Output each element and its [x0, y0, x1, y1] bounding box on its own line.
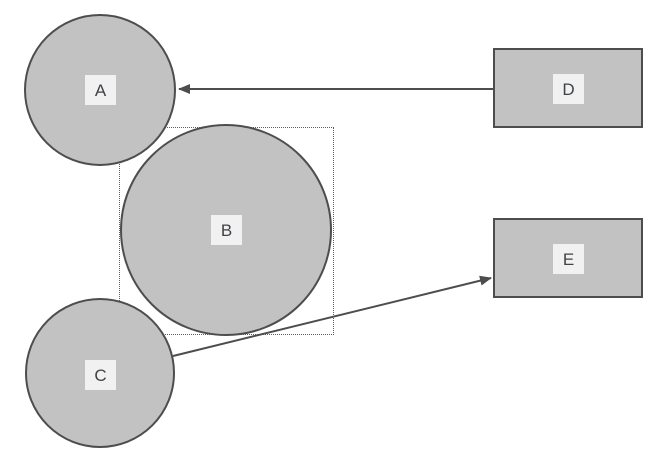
- node-circle-a[interactable]: [24, 14, 176, 166]
- node-label-e: E: [553, 244, 584, 274]
- node-label-d: D: [553, 74, 584, 104]
- node-label-c: C: [85, 360, 116, 390]
- node-label-b: B: [211, 215, 242, 245]
- node-label-a: A: [85, 75, 116, 105]
